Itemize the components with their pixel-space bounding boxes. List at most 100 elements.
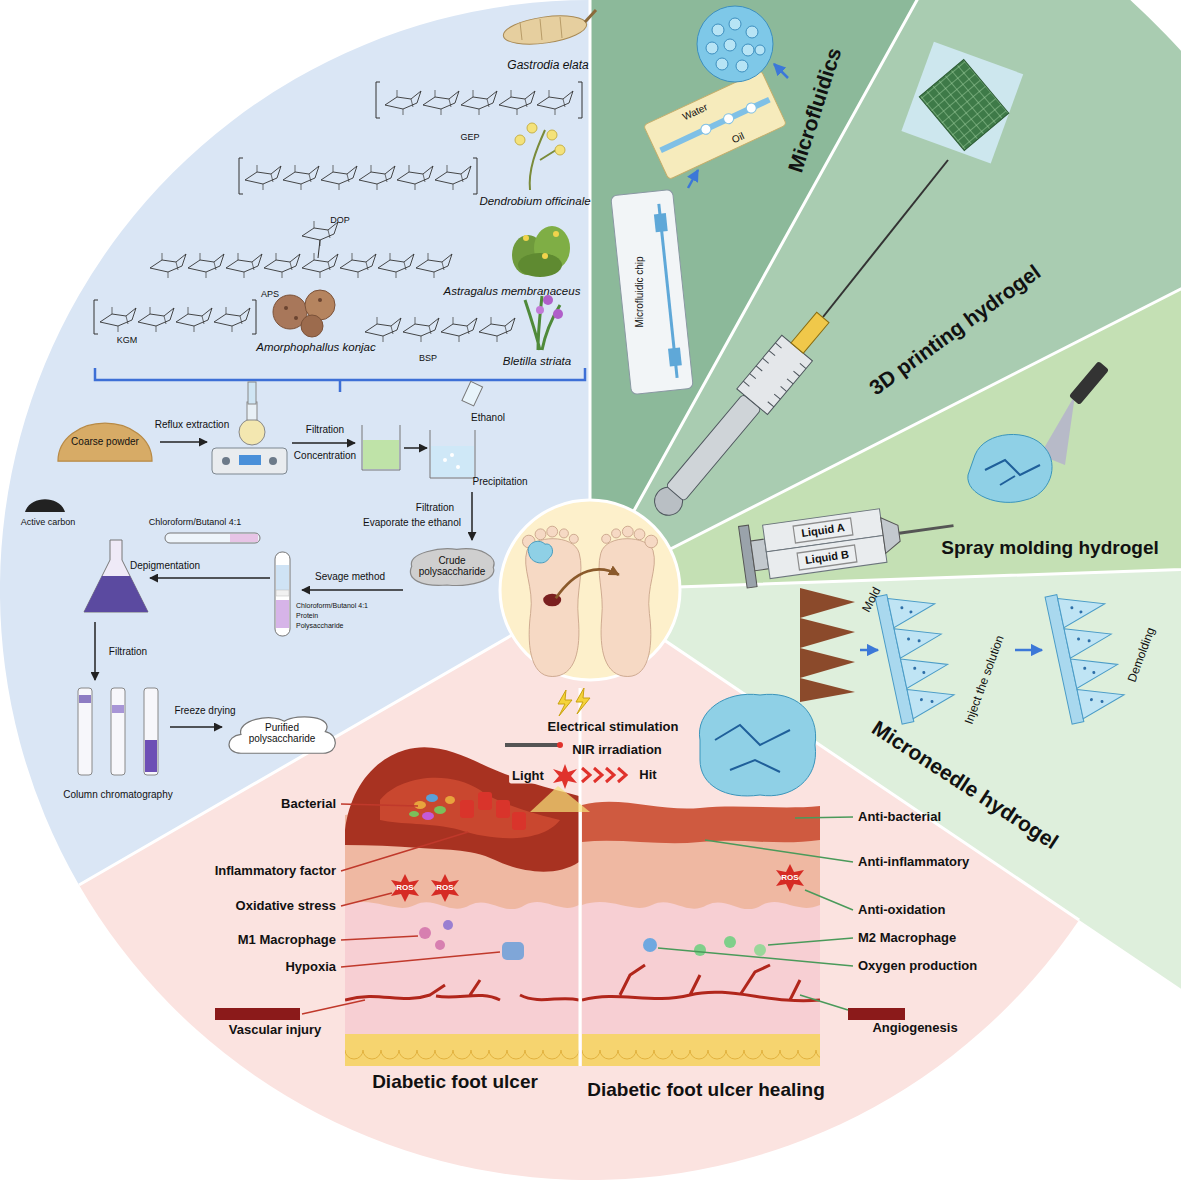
microneedle-illustration [1100, 700, 1104, 704]
extraction-flow [111, 688, 125, 775]
purified-polysaccharide-cloud-outline [229, 716, 335, 752]
center-disc [500, 500, 680, 680]
plant-icons [555, 145, 565, 155]
cell-icons [496, 800, 510, 818]
cell-icons [724, 936, 736, 948]
cell-icons [419, 927, 431, 939]
polysaccharide-abbr: BSP [419, 353, 437, 363]
feet-illustration [535, 529, 546, 540]
ulcer-skin-section [582, 1032, 820, 1066]
polysaccharide-structures [302, 253, 338, 278]
extraction-flow [456, 465, 460, 469]
microfluidics-illustration [611, 189, 694, 394]
extraction-flow [363, 440, 399, 469]
polysaccharide-structures [378, 253, 414, 278]
spray-illustration [968, 434, 1052, 502]
leader-lines [302, 804, 853, 1014]
feet-illustration [634, 529, 645, 540]
reagent-label: Ethanol [471, 412, 505, 424]
microneedle-illustration [907, 637, 911, 641]
pathology-label: Inflammatory factor [215, 864, 336, 879]
stimulus-label: Light [509, 769, 547, 784]
extraction-flow [404, 447, 427, 449]
microneedle-illustration [913, 667, 917, 671]
microfluidics-illustration [706, 42, 718, 54]
ulcer-skin-section [345, 1050, 579, 1059]
plant-icons [547, 130, 557, 140]
stimulus-icons [558, 688, 590, 716]
microneedle-illustration [1092, 671, 1096, 675]
microfluidics-illustration [716, 58, 728, 70]
microfluidics-illustration [699, 123, 712, 136]
ulcer-skin-section [582, 802, 820, 1066]
3d-printer-illustration [791, 312, 829, 353]
cell-icons [409, 811, 419, 817]
healing-label: Angiogenesis [872, 1021, 957, 1036]
polysaccharide-structures [245, 165, 281, 190]
ros-label: ROS [396, 883, 413, 892]
extraction-flow [150, 577, 270, 579]
microneedle-illustration [917, 639, 921, 643]
ulcer-skin-section [345, 900, 579, 1034]
polysaccharide-structures [359, 165, 395, 190]
microfluidics-illustration [736, 60, 748, 72]
feet-illustration [645, 535, 658, 548]
extraction-flow [247, 402, 257, 420]
healing-label: M2 Macrophage [858, 931, 956, 946]
healing-label: Anti-bacterial [858, 810, 941, 825]
extraction-flow [230, 534, 258, 542]
sector-backgrounds [79, 0, 1181, 920]
3d-printer-illustration [901, 42, 1023, 164]
pathology-label: M1 Macrophage [238, 933, 336, 948]
polysaccharide-abbr: GEP [460, 132, 479, 142]
ulcer-skin-section [345, 747, 579, 1066]
ulcer-skin-section [582, 900, 820, 1034]
group-bracket [95, 368, 585, 392]
feet-illustration [559, 529, 568, 538]
method-title: Microneedle hydrogel [867, 716, 1062, 854]
microfluidics-illustration [611, 189, 694, 394]
cell-icons [431, 874, 459, 902]
pathology-label: Bacterial [281, 797, 336, 812]
node-text: Purified polysaccharide [246, 722, 318, 745]
microfluidics-illustration [724, 39, 736, 51]
step-label: Sevage method [315, 571, 385, 583]
polysaccharide-abbr: DOP [330, 215, 350, 225]
stimulus-label: Electrical stimulation [548, 720, 679, 735]
extraction-flow [222, 457, 230, 465]
cell-icons [445, 796, 455, 804]
plant-icons [301, 315, 323, 337]
step-label: Depigmentation [130, 560, 200, 572]
microneedle-illustration [1015, 649, 1042, 652]
extraction-flow [84, 540, 148, 612]
syringe-barrel: Liquid A [793, 518, 853, 543]
plant-icons [527, 123, 537, 133]
step-label: Freeze drying [174, 705, 235, 717]
microfluidics-illustration [643, 70, 786, 179]
polysaccharide-structures [318, 240, 320, 258]
microneedle-illustration [1058, 589, 1128, 719]
plant-icons [542, 253, 548, 259]
plant-icons [525, 296, 560, 350]
microfluidics-illustration [654, 213, 668, 232]
plant-icons [585, 10, 596, 22]
extraction-flow [431, 446, 474, 477]
cell-icons [434, 806, 446, 814]
cell-icons [414, 801, 426, 809]
crude-polysaccharide-blob-outline [410, 548, 494, 585]
extraction-flow [239, 419, 265, 445]
panel-title: Diabetic foot ulcer healing [586, 1079, 826, 1101]
polysaccharide-structures [214, 307, 250, 332]
extraction-flow [450, 453, 454, 457]
plant-name: Amorphophallus konjac [256, 341, 376, 354]
polysaccharide-structures [239, 158, 477, 194]
extraction-flow [170, 726, 222, 728]
stimulus-icons [557, 742, 563, 748]
node-text: Coarse powder [71, 436, 139, 448]
tube-layer-label: Chloroform/Butanol 4:1 [296, 602, 368, 610]
extraction-flow [25, 499, 65, 512]
cell-icons [426, 794, 438, 802]
syringe-barrel: Liquid B [797, 545, 857, 570]
plant-icons [553, 231, 559, 237]
microneedle-illustration [800, 588, 855, 702]
